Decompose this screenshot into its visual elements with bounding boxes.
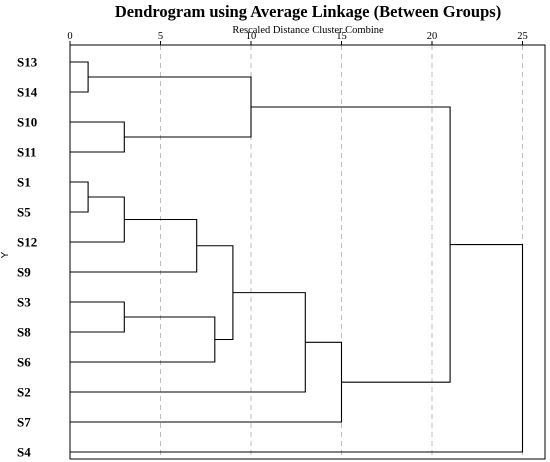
x-tick-label-0: 0: [67, 31, 72, 42]
y-axis-label: Y: [0, 251, 11, 258]
merge-link-2: [70, 181, 89, 213]
merge-link-5: [70, 301, 125, 333]
merge-link-7: [70, 316, 216, 363]
merge-link-4: [70, 196, 125, 243]
leaf-label-s5: S5: [17, 205, 31, 220]
chart-title: Dendrogram using Average Linkage (Betwee…: [115, 2, 501, 21]
leaf-label-s1: S1: [17, 175, 31, 190]
leaf-label-s11: S11: [17, 145, 37, 160]
merge-link-9: [88, 76, 252, 138]
plot-frame: [69, 44, 546, 460]
leaf-label-s2: S2: [17, 385, 31, 400]
merge-link-13: [70, 244, 524, 453]
x-tick-label-15: 15: [336, 31, 347, 42]
merge-link-12: [251, 106, 451, 383]
x-tick-label-25: 25: [517, 31, 528, 42]
x-axis-title: Rescaled Distance Cluster Combine: [232, 25, 384, 36]
merge-link-1: [70, 61, 89, 93]
leaf-label-s7: S7: [17, 415, 31, 430]
merge-link-11: [70, 341, 343, 423]
leaf-label-s6: S6: [17, 355, 31, 370]
merge-link-10: [70, 292, 306, 393]
x-tick-label-10: 10: [246, 31, 257, 42]
x-tick-label-20: 20: [427, 31, 438, 42]
leaf-label-s9: S9: [17, 265, 31, 280]
x-tick-label-5: 5: [158, 31, 163, 42]
leaf-label-s10: S10: [17, 115, 37, 130]
leaf-label-s4: S4: [17, 445, 31, 460]
merge-link-3: [70, 121, 125, 153]
merge-link-6: [70, 218, 198, 273]
leaf-label-s3: S3: [17, 295, 31, 310]
leaf-label-s13: S13: [17, 55, 38, 70]
leaf-label-s12: S12: [17, 235, 37, 250]
leaf-label-s8: S8: [17, 325, 31, 340]
leaf-label-s14: S14: [17, 85, 38, 100]
x-axis-ticks: 0 5 10 15 20 25: [67, 31, 528, 45]
dendrogram-links: [70, 61, 524, 453]
